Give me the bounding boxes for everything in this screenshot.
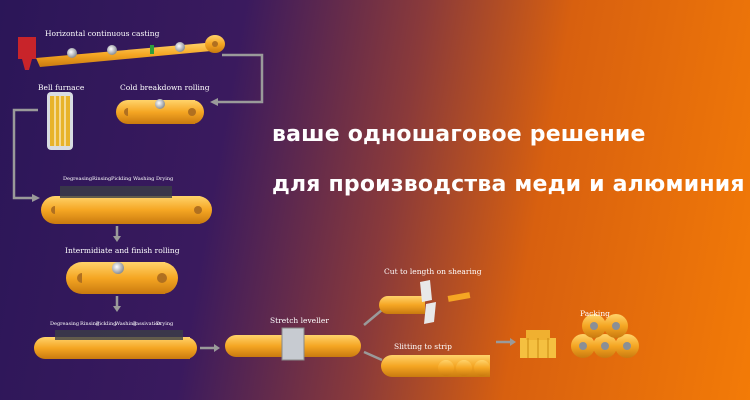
casting-label: Horizontal continuous casting bbox=[45, 29, 160, 38]
step-label: Degreasing bbox=[63, 176, 93, 182]
slitting-unit bbox=[381, 355, 490, 377]
bell-furnace-label: Bell furnace bbox=[38, 83, 85, 92]
cold-breakdown-mill bbox=[116, 99, 204, 124]
bell-furnace bbox=[47, 92, 73, 150]
step-label: Passivation bbox=[133, 321, 162, 327]
casting-unit bbox=[18, 35, 225, 70]
headline-line-1: ваше одношаговое решение bbox=[272, 122, 646, 147]
cleaning-line-b bbox=[34, 330, 197, 359]
shearing-unit bbox=[379, 280, 471, 324]
stretch-leveller bbox=[225, 327, 361, 361]
step-label: Pickling bbox=[111, 176, 132, 182]
intermediate-mill bbox=[66, 262, 178, 294]
step-label: Pickling bbox=[96, 321, 117, 327]
step-label: Rinsing bbox=[80, 321, 100, 327]
intermediate-label: Intermidiate and finish rolling bbox=[65, 246, 180, 255]
cut-label: Cut to length on shearing bbox=[384, 267, 482, 276]
step-label: Rinsing bbox=[92, 176, 112, 182]
stretch-label: Stretch leveller bbox=[270, 316, 329, 325]
step-label: Drying bbox=[156, 176, 174, 182]
cold-breakdown-label: Cold breakdown rolling bbox=[120, 83, 210, 92]
step-label: Drying bbox=[156, 321, 174, 327]
cleaning-line-a bbox=[41, 186, 212, 224]
packing-products bbox=[520, 314, 639, 358]
headline-line-2: для производства меди и алюминия bbox=[272, 172, 745, 197]
step-label: Washing bbox=[133, 176, 155, 182]
packing-label: Packing bbox=[580, 309, 610, 318]
step-label: Degreasing bbox=[50, 321, 80, 327]
step-label: Washing bbox=[115, 321, 137, 327]
slitting-label: Slitting to strip bbox=[394, 342, 452, 351]
